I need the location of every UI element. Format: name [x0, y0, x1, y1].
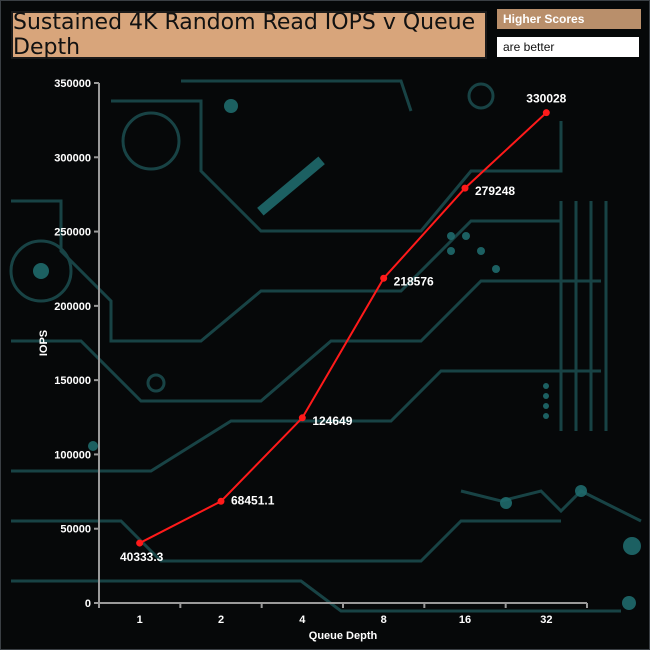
- data-point: [380, 274, 388, 282]
- data-points: 40333.3 68451.1 124649 218576 279248 330028: [120, 92, 567, 564]
- x-tick-label: 4: [299, 614, 306, 626]
- data-label: 218576: [394, 274, 434, 288]
- x-tick-label: 32: [540, 614, 552, 626]
- circuit-dots: [33, 99, 641, 610]
- y-tick-label: 250000: [54, 227, 91, 239]
- y-tick-label: 300000: [54, 152, 91, 164]
- x-axis-title: Queue Depth: [309, 630, 378, 642]
- chart-title: Sustained 4K Random Read IOPS v Queue De…: [11, 10, 487, 60]
- data-label: 68451.1: [231, 493, 275, 507]
- legend-are-better: are better: [497, 37, 639, 57]
- circuit-background: [9, 79, 642, 613]
- data-point: [542, 109, 550, 117]
- y-tick-label: 350000: [54, 78, 91, 90]
- x-tick-label: 8: [381, 614, 387, 626]
- y-tick-label: 200000: [54, 301, 91, 313]
- data-point: [461, 184, 469, 192]
- legend-higher-scores: Higher Scores: [497, 9, 641, 29]
- x-tick-label: 2: [218, 614, 224, 626]
- y-tick-label: 100000: [54, 449, 91, 461]
- series-line: [139, 111, 548, 544]
- data-point: [136, 539, 144, 547]
- data-label: 330028: [526, 92, 566, 106]
- x-tick-label: 16: [459, 614, 471, 626]
- y-tick-marks: 0 50000 100000 150000 200000 250000 300000 3500…: [54, 78, 99, 610]
- x-tick-marks: 1 2 4 8 16 32: [98, 603, 588, 626]
- x-tick-label: 1: [137, 614, 143, 626]
- y-tick-label: 0: [85, 598, 91, 610]
- y-tick-label: 50000: [60, 524, 91, 536]
- data-label: 40333.3: [120, 550, 164, 564]
- data-label: 124649: [312, 414, 352, 428]
- data-label: 279248: [475, 184, 515, 198]
- y-axis-title: IOPS: [38, 330, 50, 356]
- data-point: [298, 414, 306, 422]
- y-tick-label: 150000: [54, 375, 91, 387]
- data-point: [217, 497, 225, 505]
